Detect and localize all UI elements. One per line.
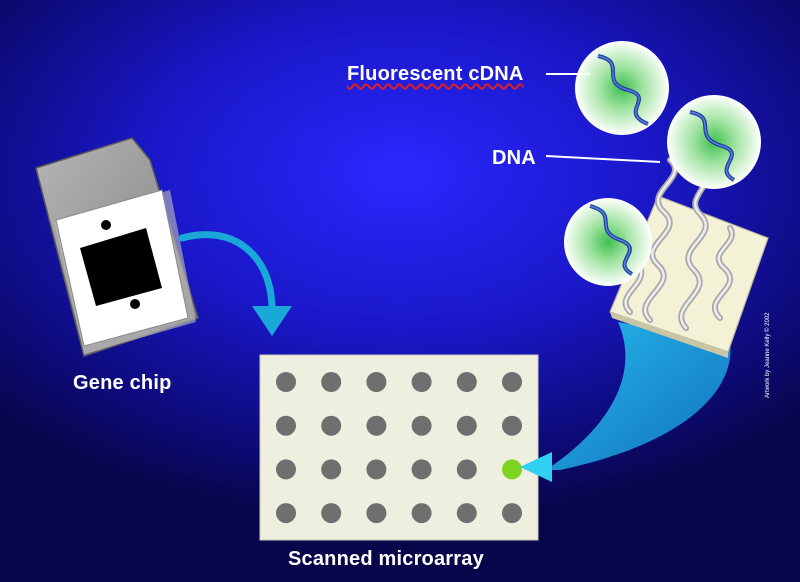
scanned-microarray (259, 354, 539, 541)
array-spot (276, 459, 296, 480)
array-spot (411, 372, 432, 392)
array-spot (366, 372, 387, 392)
array-spot (366, 503, 387, 524)
array-spot (456, 372, 477, 392)
gene-chip-label: Gene chip (73, 372, 172, 394)
array-spot (321, 372, 342, 392)
scan-beam (520, 322, 731, 482)
array-spot (411, 459, 432, 480)
artwork-credit: Artwork by Jeanne Kelly © 2002 (765, 312, 771, 398)
array-spot (366, 459, 387, 480)
chip-array-window (80, 228, 162, 306)
array-spot (411, 503, 432, 524)
array-spot (502, 503, 522, 524)
fluorescent-spot (502, 459, 522, 480)
cdna-sphere-top (575, 41, 669, 135)
array-spot (502, 372, 522, 392)
array-spot (276, 372, 296, 392)
array-spot (366, 415, 387, 436)
dna-leader (545, 155, 661, 163)
chip-to-array-arrow (178, 231, 292, 336)
array-spot (456, 415, 477, 436)
array-spot (502, 415, 522, 436)
leader-lines (545, 73, 661, 163)
dna-label: DNA (492, 147, 536, 169)
array-spot (276, 503, 296, 524)
cdna-sphere-left (564, 198, 652, 286)
array-spot (321, 459, 342, 480)
array-spot (321, 503, 342, 524)
fluorescent-cdna-spheres (564, 41, 761, 286)
scanned-microarray-label: Scanned microarray (288, 548, 484, 571)
fluorescent-cdna-label: Fluorescent cDNA (347, 63, 524, 85)
array-spot (456, 503, 477, 524)
gene-chip (35, 137, 199, 357)
array-spot (321, 415, 342, 436)
array-spot (411, 415, 432, 436)
array-spot (456, 459, 477, 480)
scanned-microarray-text: Scanned microarray (288, 548, 484, 570)
cdna-sphere-right (667, 95, 761, 189)
array-spot (276, 415, 296, 436)
